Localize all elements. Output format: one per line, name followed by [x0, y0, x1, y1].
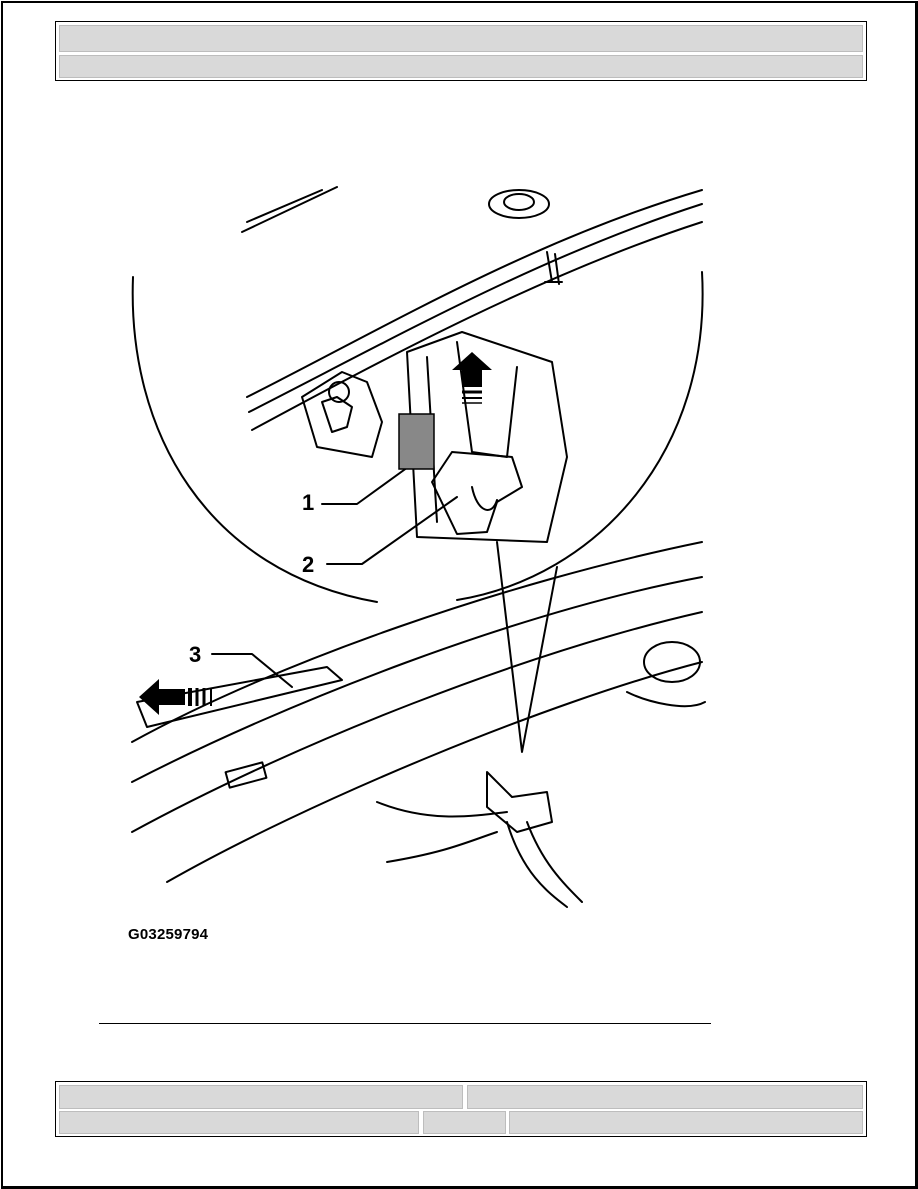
arrow-left-icon — [139, 679, 212, 715]
footer-cell-bottom-right — [509, 1111, 863, 1134]
hood-edge-line — [241, 186, 338, 233]
leader-1 — [321, 461, 416, 505]
callout-2: 2 — [302, 552, 314, 577]
footer-cell-top-right — [467, 1085, 863, 1109]
header-row-bottom — [59, 55, 863, 78]
connector — [431, 451, 523, 535]
detail-circle — [131, 271, 704, 603]
latch-housing — [406, 331, 568, 543]
footer-cell-top-left — [59, 1085, 463, 1109]
leader-3 — [211, 653, 293, 688]
seal-strip — [136, 666, 343, 728]
section-divider — [99, 1023, 711, 1024]
figure-caption: G03259794 — [128, 926, 209, 943]
page-footer — [55, 1081, 867, 1137]
footer-cell-bottom-left — [59, 1111, 419, 1134]
retaining-clip — [301, 371, 383, 458]
grommet — [488, 189, 550, 219]
leader-2 — [326, 496, 458, 565]
reservoir-cap — [643, 641, 701, 683]
callout-3: 3 — [189, 642, 201, 667]
arrow-up-icon — [452, 352, 492, 404]
header-row-top — [59, 25, 863, 52]
callout-1: 1 — [302, 490, 314, 515]
footer-cell-bottom-mid — [423, 1111, 506, 1134]
connector-grid — [398, 413, 435, 470]
technical-illustration: 1 2 3 — [131, 186, 706, 908]
page-header — [55, 21, 867, 81]
